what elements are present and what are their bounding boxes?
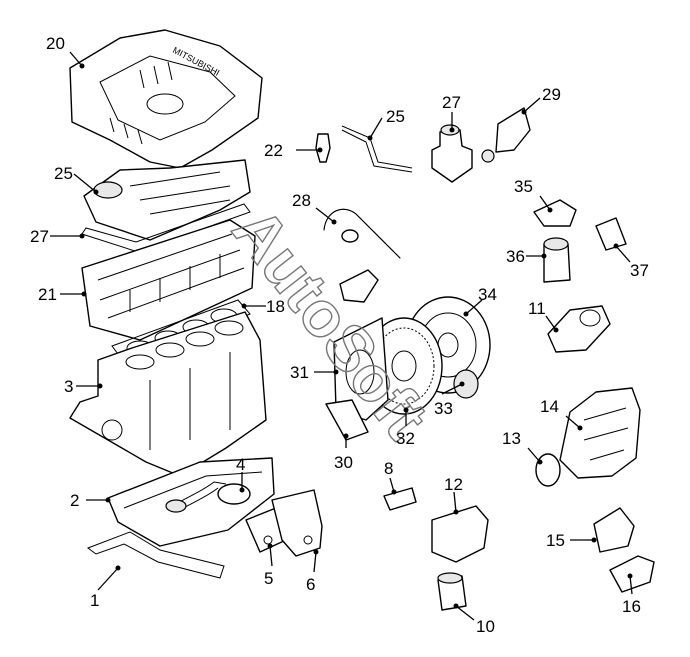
- callout-label: 27: [442, 93, 461, 112]
- callout-8: 8: [384, 459, 397, 495]
- callout-30: 30: [334, 433, 353, 472]
- callout-label: 8: [384, 459, 393, 478]
- part-temp-sensor: [315, 133, 331, 163]
- callout-25: 25: [367, 107, 405, 141]
- callout-label: 22: [264, 141, 283, 160]
- callout-29: 29: [521, 85, 561, 115]
- part-oil-filter: [543, 237, 571, 283]
- callout-2: 2: [70, 491, 111, 510]
- part-adapter-plate: [333, 317, 389, 421]
- callout-4: 4: [236, 455, 245, 493]
- part-engine-mount: [431, 505, 489, 563]
- callout-6: 6: [306, 549, 319, 594]
- callout-label: 11: [528, 299, 546, 318]
- callout-label: 14: [540, 397, 559, 416]
- part-cylinder-filter: [437, 572, 467, 611]
- callout-label: 27: [30, 227, 49, 246]
- part-upper-bracket: [481, 107, 531, 163]
- callout-1: 1: [90, 565, 121, 610]
- callout-label: 32: [396, 429, 415, 448]
- callout-label: 15: [546, 531, 565, 550]
- callout-11: 11: [528, 299, 559, 333]
- part-vacuum-hose: [341, 125, 413, 173]
- part-thermostat-housing: [431, 124, 473, 183]
- callout-label: 28: [292, 191, 311, 210]
- callout-20: 25: [54, 164, 99, 195]
- callout-19: 18: [241, 297, 285, 316]
- callout-label: 34: [478, 285, 497, 304]
- callout-37: 37: [613, 243, 649, 280]
- part-pan-gasket: [86, 531, 225, 579]
- part-small-bracket: [533, 199, 577, 227]
- callout-27: 27: [442, 93, 461, 133]
- part-trans-bracket: [593, 507, 635, 553]
- callout-label: 2: [70, 491, 79, 510]
- part-oil-pan: [107, 457, 275, 547]
- callout-label: 30: [334, 453, 353, 472]
- part-rocker-cover: [83, 159, 251, 241]
- callout-label: 37: [630, 261, 649, 280]
- callout-label: 5: [264, 569, 273, 588]
- callout-label: 18: [266, 297, 285, 316]
- callout-label: 36: [506, 247, 525, 266]
- callout-34: 34: [463, 285, 497, 317]
- callout-12: 12: [444, 475, 463, 515]
- part-cylinder-head: [81, 219, 256, 341]
- part-transmission: [535, 387, 641, 487]
- callout-label: 1: [90, 591, 99, 610]
- callout-label: 4: [236, 455, 245, 474]
- callout-label: 16: [622, 597, 641, 616]
- callout-label: 21: [38, 285, 57, 304]
- callout-label: 35: [514, 177, 533, 196]
- callout-label: 31: [290, 363, 309, 382]
- callout-label: 20: [46, 34, 65, 53]
- callout-3: 3: [64, 377, 103, 396]
- part-clip: [595, 217, 627, 251]
- callout-15: 15: [546, 531, 597, 550]
- callout-label: 3: [64, 377, 73, 396]
- callout-32: 32: [396, 407, 415, 448]
- callout-label: 29: [542, 85, 561, 104]
- callout-36: 36: [506, 247, 547, 266]
- part-small-mount: [383, 487, 417, 511]
- callout-label: 25: [386, 107, 405, 126]
- callout-label: 6: [306, 575, 315, 594]
- part-clutch-disc: [453, 369, 479, 399]
- part-trans-mount: [609, 555, 655, 593]
- callout-14: 14: [540, 397, 583, 431]
- part-mount-brackets: [245, 489, 323, 557]
- part-cover-plate: [325, 399, 369, 441]
- callout-10: 10: [453, 603, 495, 636]
- callout-5: 5: [264, 543, 273, 588]
- callout-35: 35: [514, 177, 553, 213]
- callout-label: 10: [476, 617, 495, 636]
- callout-22: 22: [264, 141, 323, 160]
- callout-33: 33: [434, 381, 465, 418]
- callout-label: 25: [54, 164, 73, 183]
- part-starter-motor: [547, 305, 611, 353]
- callout-label: 12: [444, 475, 463, 494]
- part-cylinder-block: [69, 311, 267, 477]
- callout-label: 33: [434, 399, 453, 418]
- callout-18: 21: [38, 285, 87, 304]
- callout-21: 27: [30, 227, 85, 246]
- callout-16: 16: [622, 573, 641, 616]
- part-water-pipe: [323, 208, 401, 259]
- part-engine-cover: MITSUBISHI: [69, 29, 263, 169]
- part-oil-pressure-switch: [339, 269, 379, 303]
- callout-13: 13: [502, 429, 543, 465]
- callout-28: 28: [292, 191, 337, 225]
- callout-label: 13: [502, 429, 521, 448]
- callout-31: 31: [290, 363, 339, 382]
- callout-17: 20: [46, 34, 85, 69]
